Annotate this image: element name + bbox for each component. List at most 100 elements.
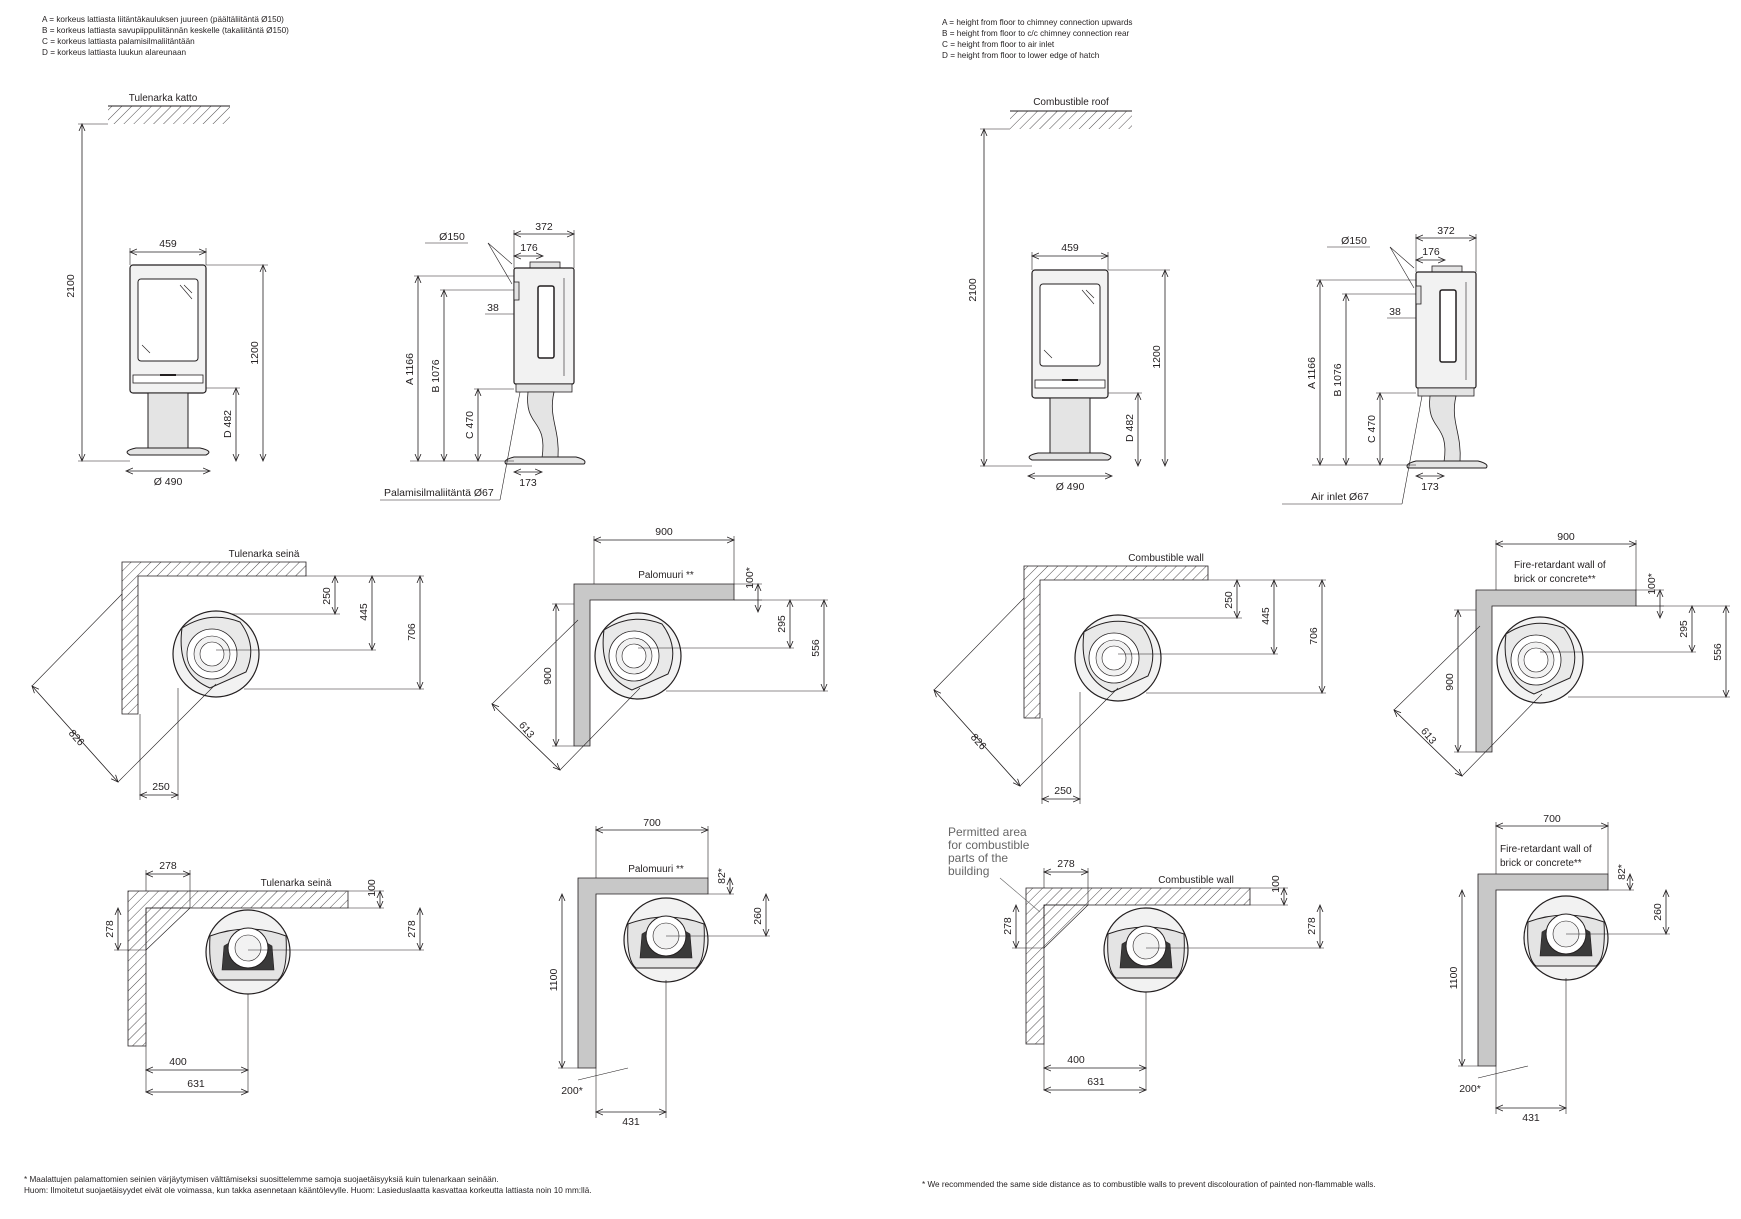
dim-700: 700 (1543, 813, 1561, 825)
roof-label: Combustible roof (1033, 97, 1109, 108)
combustible-wall-corner (121, 561, 307, 715)
dim-556: 556 (810, 639, 822, 657)
dim-200: 200* (561, 1085, 583, 1097)
dim-400: 400 (169, 1056, 187, 1068)
dim-200: 200* (1459, 1083, 1481, 1095)
footnote-en: * We recommended the same side distance … (922, 1180, 1376, 1189)
footnote-fi-2: Huom: Ilmoitetut suojaetäisyydet eivät o… (24, 1186, 592, 1195)
english-drawings: Combustible roof 2100 459 1200 D 482 Ø 4… (934, 97, 1730, 1124)
stove-side-view (504, 261, 586, 465)
firewall-label: Palomuuri ** (628, 864, 684, 875)
air-inlet-label: Air inlet Ø67 (1311, 491, 1369, 503)
dim-foot: 173 (1421, 481, 1439, 493)
dim-flue: Ø150 (1341, 235, 1367, 247)
dim-depth: 372 (1437, 225, 1455, 237)
dim-278-top: 278 (159, 860, 177, 872)
dim-base: Ø 490 (1056, 481, 1085, 493)
permitted-area-line4: building (948, 864, 989, 878)
wall-label: Tulenarka seinä (261, 878, 332, 889)
dim-base: Ø 490 (154, 476, 183, 488)
dim-260: 260 (1652, 903, 1664, 921)
legend-line: B = korkeus lattiasta savupiippuliitännä… (42, 26, 289, 35)
permitted-area-line3: parts of the (948, 851, 1008, 865)
dim-82: 82* (1616, 864, 1628, 880)
firewall-label-line1: Fire-retardant wall of (1514, 560, 1606, 571)
stove-front-view (126, 264, 210, 456)
dim-250-bottom: 250 (1054, 785, 1072, 797)
dim-firewall-width: 900 (1557, 531, 1575, 543)
dim-260: 260 (752, 907, 764, 925)
dim-flue: Ø150 (439, 231, 465, 243)
combustible-roof-hatch (1010, 111, 1132, 129)
dim-445: 445 (358, 603, 370, 621)
dim-445: 445 (1260, 607, 1272, 625)
dim-556: 556 (1712, 643, 1724, 661)
stove-top-view (623, 897, 709, 983)
wall-label: Combustible wall (1158, 875, 1234, 886)
combustible-wall-corner (1023, 565, 1209, 719)
dim-d: D 482 (222, 410, 234, 438)
dim-250: 250 (321, 587, 333, 605)
legend-line: C = height from floor to air inlet (942, 40, 1055, 49)
dim-firewall-gap: 100* (744, 567, 756, 589)
dim-height-total: 2100 (65, 274, 77, 298)
dim-295: 295 (1678, 620, 1690, 638)
firewall-label: Palomuuri ** (638, 570, 694, 581)
stove-top-view (1523, 895, 1609, 981)
dim-firewall-side: 900 (1444, 673, 1456, 691)
dim-stove-height: 1200 (1151, 345, 1163, 369)
dim-width: 459 (1061, 242, 1079, 254)
legend-line: B = height from floor to c/c chimney con… (942, 29, 1130, 38)
dim-1100: 1100 (1448, 967, 1460, 990)
dim-431: 431 (1522, 1112, 1540, 1124)
legend-line: A = korkeus lattiasta liitäntäkauluksen … (42, 15, 284, 24)
dim-firewall-width: 900 (655, 526, 673, 538)
dim-706: 706 (406, 623, 418, 641)
dim-c: C 470 (464, 411, 476, 439)
dim-depth: 372 (535, 221, 553, 233)
dim-pipe: 38 (1389, 306, 1401, 318)
dim-100: 100 (1270, 875, 1282, 893)
firewall-label-line1: Fire-retardant wall of (1500, 844, 1592, 855)
dim-foot: 173 (519, 477, 537, 489)
dim-offset: 176 (520, 242, 538, 254)
roof-label: Tulenarka katto (129, 93, 198, 104)
dim-corner-diagonal: 826 (66, 727, 87, 748)
dim-c: C 470 (1366, 415, 1378, 443)
dim-height-total: 2100 (967, 278, 979, 302)
dim-firewall-diagonal: 613 (1418, 726, 1439, 747)
dim-b: B 1076 (1332, 363, 1344, 396)
wall-label: Combustible wall (1128, 553, 1204, 564)
dim-700: 700 (643, 817, 661, 829)
wall-label: Tulenarka seinä (229, 549, 300, 560)
stove-front-view (1028, 269, 1112, 461)
permitted-area-line2: for combustible (948, 838, 1030, 852)
dim-a: A 1166 (404, 353, 416, 385)
dim-250: 250 (1223, 591, 1235, 609)
firewall-label-line2: brick or concrete** (1500, 858, 1582, 869)
dim-278-side: 278 (1002, 917, 1014, 935)
permitted-area-line1: Permitted area (948, 825, 1027, 839)
dim-100: 100 (366, 879, 378, 897)
dim-firewall-diagonal: 613 (516, 720, 537, 741)
dim-278-top: 278 (1057, 858, 1075, 870)
legend-line: D = korkeus lattiasta luukun alareunaan (42, 48, 187, 57)
stove-top-view (1103, 907, 1189, 993)
air-inlet-label: Palamisilmaliitäntä Ø67 (384, 487, 494, 499)
dim-offset: 176 (1422, 246, 1440, 258)
legend-line: C = korkeus lattiasta palamisilmaliitänt… (42, 37, 195, 46)
dim-b: B 1076 (430, 359, 442, 392)
legend-finnish: A = korkeus lattiasta liitäntäkauluksen … (42, 14, 289, 58)
dim-631: 631 (1087, 1076, 1105, 1088)
stove-top-view (1496, 616, 1584, 704)
dim-706: 706 (1308, 627, 1320, 645)
dim-stove-height: 1200 (249, 341, 261, 365)
stove-side-view (1406, 265, 1488, 469)
legend-english: A = height from floor to chimney connect… (942, 17, 1132, 61)
dim-a: A 1166 (1306, 357, 1318, 389)
dim-pipe: 38 (487, 302, 499, 314)
stove-top-view (594, 612, 682, 700)
dim-width: 459 (159, 238, 177, 250)
footnote-fi-1: * Maalattujen palamattomien seinien värj… (24, 1175, 499, 1184)
